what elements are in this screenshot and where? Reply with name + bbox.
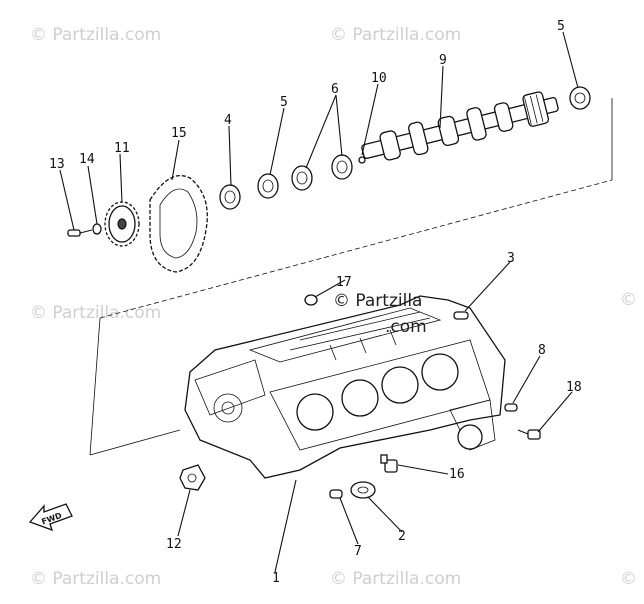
callout-4: 4 xyxy=(224,113,232,128)
callouts: 5 9 10 6 5 4 15 11 14 13 3 17 8 18 16 2 … xyxy=(49,19,582,586)
leader-lines xyxy=(59,31,579,573)
gasket-2 xyxy=(350,481,376,499)
fitting-16 xyxy=(380,454,398,473)
callout-2: 2 xyxy=(398,529,406,544)
callout-3: 3 xyxy=(507,251,515,266)
watermark-bottom-middle: © Partzilla.com xyxy=(330,569,461,589)
cylinder-block xyxy=(184,295,506,479)
callout-14: 14 xyxy=(79,152,95,167)
pin-8 xyxy=(504,403,518,412)
bolt-13 xyxy=(67,229,93,237)
cam-bearings xyxy=(219,86,591,210)
watermarks: © Partzilla.com © Partzilla.com © Partzi… xyxy=(30,25,637,589)
callout-9: 9 xyxy=(439,53,447,68)
cam-sprocket xyxy=(104,201,140,247)
pin-3 xyxy=(453,311,469,320)
bolt-18 xyxy=(517,429,541,440)
callout-18: 18 xyxy=(566,380,582,395)
plug-17 xyxy=(304,294,318,306)
watermark-top-left: © Partzilla.com xyxy=(30,25,161,45)
callout-1: 1 xyxy=(272,571,280,586)
watermark-main-bottom: .com xyxy=(385,317,427,337)
plug-10 xyxy=(358,156,366,164)
watermark-top-middle: © Partzilla.com xyxy=(330,25,461,45)
cover-12 xyxy=(179,464,206,491)
watermark-bottom-left: © Partzilla.com xyxy=(30,569,161,589)
callout-13: 13 xyxy=(49,157,65,172)
callout-10: 10 xyxy=(371,71,387,86)
bearing-5-right xyxy=(569,86,591,110)
callout-7: 7 xyxy=(354,544,362,559)
callout-15: 15 xyxy=(171,126,187,141)
callout-11: 11 xyxy=(114,141,130,156)
callout-6: 6 xyxy=(331,82,339,97)
watermark-bottom-right: © xyxy=(620,569,637,589)
bearing-4 xyxy=(219,184,241,210)
callout-17: 17 xyxy=(336,275,352,290)
callout-16: 16 xyxy=(449,467,465,482)
bearing-6-a xyxy=(291,165,313,191)
washer-14 xyxy=(92,223,102,235)
watermark-middle-right: © xyxy=(620,290,637,310)
callout-5-left: 5 xyxy=(280,95,288,110)
bearing-5-left xyxy=(257,173,279,199)
timing-chain xyxy=(149,174,208,273)
callout-8: 8 xyxy=(538,343,546,358)
callout-12: 12 xyxy=(166,537,182,552)
alignment-frame xyxy=(89,98,613,456)
callout-5-right: 5 xyxy=(557,19,565,34)
watermark-middle-left: © Partzilla.com xyxy=(30,303,161,323)
pin-7 xyxy=(329,489,343,499)
bearing-6-b xyxy=(331,154,353,180)
watermark-main-top: © Partzilla xyxy=(333,291,422,311)
fwd-arrow: FWD xyxy=(28,503,73,532)
camshaft xyxy=(361,91,559,161)
